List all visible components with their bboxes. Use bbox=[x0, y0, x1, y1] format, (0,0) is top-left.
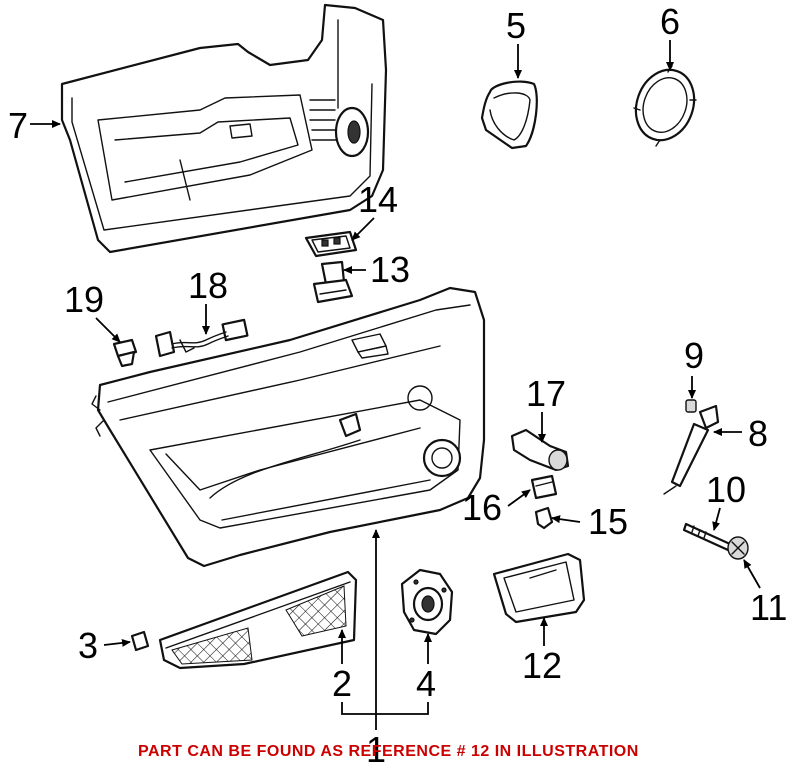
part-17-handle bbox=[510, 428, 570, 472]
part-19-clip bbox=[112, 338, 138, 368]
callout-12: 12 bbox=[522, 645, 562, 686]
part-9-bolt bbox=[685, 399, 697, 413]
callout-16: 16 bbox=[462, 487, 502, 528]
part-3-clip bbox=[130, 630, 150, 652]
callout-19: 19 bbox=[64, 279, 104, 320]
callout-13: 13 bbox=[370, 249, 410, 290]
callout-8: 8 bbox=[748, 413, 768, 454]
reference-note: PART CAN BE FOUND AS REFERENCE # 12 IN I… bbox=[138, 743, 639, 760]
part-11-knob bbox=[727, 536, 749, 560]
part-8-door-strut bbox=[663, 404, 720, 495]
callout-7: 7 bbox=[8, 105, 28, 146]
part-6-speaker-grille-ring bbox=[633, 65, 697, 147]
part-12-cover-plate bbox=[492, 552, 586, 624]
callout-10: 10 bbox=[706, 469, 746, 510]
callout-15: 15 bbox=[588, 501, 628, 542]
callout-5: 5 bbox=[506, 5, 526, 46]
part-16-cap bbox=[530, 474, 558, 500]
callout-18: 18 bbox=[188, 265, 228, 306]
callout-17: 17 bbox=[526, 373, 566, 414]
part-14-switch-bezel bbox=[304, 230, 358, 258]
part-1-door-panel bbox=[91, 286, 486, 568]
part-15-clip bbox=[534, 506, 554, 530]
part-18-wiring-harness bbox=[154, 318, 249, 358]
callout-4: 4 bbox=[416, 663, 436, 704]
callout-3: 3 bbox=[78, 625, 98, 666]
callout-1: 1 bbox=[366, 729, 386, 767]
part-4-speaker-bracket bbox=[400, 568, 454, 636]
callout-14: 14 bbox=[358, 179, 398, 220]
callout-11: 11 bbox=[750, 587, 787, 628]
part-13-switch bbox=[312, 260, 354, 304]
callout-labels: 7 5 6 14 13 18 19 17 16 15 9 8 10 11 12 … bbox=[8, 1, 787, 767]
callout-6: 6 bbox=[660, 1, 680, 42]
part-10-pin bbox=[682, 522, 732, 552]
leader-lines bbox=[30, 40, 761, 730]
callout-9: 9 bbox=[684, 335, 704, 376]
part-5-speaker-cover bbox=[480, 80, 538, 150]
part-2-map-pocket bbox=[158, 570, 358, 670]
callout-2: 2 bbox=[332, 663, 352, 704]
part-7-door-trim-upper bbox=[60, 3, 388, 254]
